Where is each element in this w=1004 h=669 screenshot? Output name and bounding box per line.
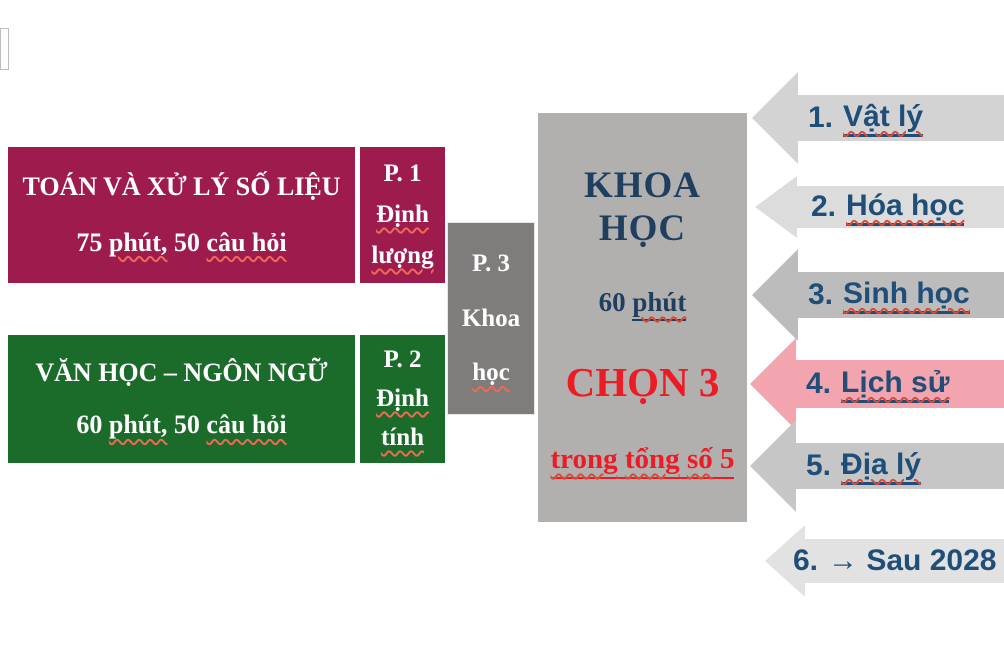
subject-arrow-sinh-hoc: 3. Sinh học [752,249,1004,341]
corner-decoration [0,28,9,70]
subject-arrow-vat-ly: 1. Vật lý [752,72,1004,164]
subject-number: 3. [808,278,834,311]
subject-arrow-dia-ly: 5. Địa lý [750,420,1004,512]
qualitative-box: VĂN HỌC – NGÔN NGỮ 60 phút, 50 câu hỏi [8,335,355,463]
subject-label: Hóa học [846,189,965,226]
science-duration: 60 phút [599,287,687,321]
subject-number: 2. [811,190,837,223]
subject-label: Địa lý [841,448,922,485]
quantitative-title: TOÁN VÀ XỬ LÝ SỐ LIỆU [22,172,341,202]
science-title: KHOA HỌC [583,165,702,249]
quantitative-detail: 75 phút, 50 câu hỏi [76,227,287,257]
part3-connector-box: P. 3 Khoa học [447,222,535,415]
misspelled-word: phút [632,287,687,321]
subject-label: Vật lý [843,100,924,137]
science-total: trong tổng số 5 [550,443,735,479]
subject-number: 5. [806,449,832,482]
misspelled-word: phút, [108,227,168,257]
part3-word-1: Khoa [461,304,521,332]
subject-label: Sinh học [843,277,970,314]
part2-word-2: tính [380,424,425,451]
part3-number: P. 3 [472,249,510,277]
part2-number: P. 2 [383,346,422,373]
part1-word-2: lượng [371,242,434,269]
part1-word-1: Định [376,201,429,228]
part1-label-box: P. 1 Định lượng [360,147,445,283]
part3-word-2: học [472,359,510,387]
subject-number: 1. [808,101,834,134]
misspelled-word: câu hỏi [206,410,287,440]
qualitative-title: VĂN HỌC – NGÔN NGỮ [35,357,328,387]
subject-arrow-hoa-hoc: 2. Hóa học [755,176,1004,238]
subject-label: Lịch sử [841,366,950,403]
part2-word-1: Định [376,385,429,412]
subject-number: 4. [806,367,832,400]
subject-number: 6. [793,544,819,577]
qualitative-detail: 60 phút, 50 câu hỏi [76,410,287,440]
science-choose: CHỌN 3 [565,359,720,405]
subject-arrow-sau-2028: 6. → Sau 2028 [765,525,1004,597]
subject-label: → Sau 2028 [828,544,997,577]
quantitative-box: TOÁN VÀ XỬ LÝ SỐ LIỆU 75 phút, 50 câu hỏ… [8,147,355,283]
subject-arrow-lich-su-highlighted: 4. Lịch sử [750,338,1004,430]
science-box: KHOA HỌC 60 phút CHỌN 3 trong tổng số 5 [538,113,747,522]
part2-label-box: P. 2 Định tính [360,335,445,463]
misspelled-word: câu hỏi [206,227,287,257]
part1-number: P. 1 [383,160,422,187]
misspelled-word: phút, [108,410,168,440]
